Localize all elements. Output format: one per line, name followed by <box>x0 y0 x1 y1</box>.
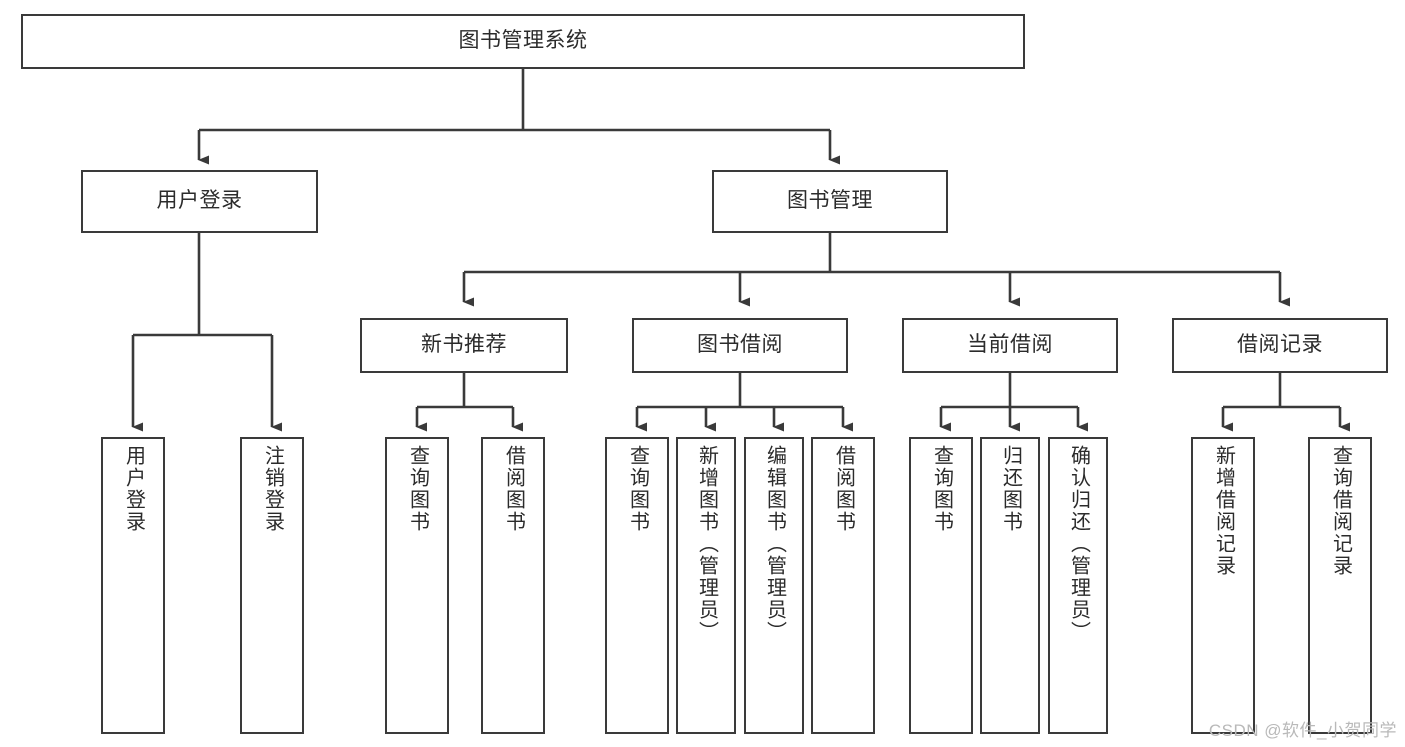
node-leaf-confirm-return[interactable]: 确认归还（管理员） <box>1048 437 1108 734</box>
node-leaf-query-book-3-label: 查询图书 <box>930 445 953 533</box>
node-user-login[interactable]: 用户登录 <box>81 170 318 233</box>
node-leaf-query-record[interactable]: 查询借阅记录 <box>1308 437 1372 734</box>
node-new-book-recommend-label: 新书推荐 <box>421 333 507 357</box>
node-leaf-user-logout-label: 注销登录 <box>261 445 284 533</box>
node-book-borrow-label: 图书借阅 <box>697 333 783 357</box>
node-root[interactable]: 图书管理系统 <box>21 14 1025 69</box>
node-leaf-query-book-2[interactable]: 查询图书 <box>605 437 669 734</box>
node-leaf-add-book[interactable]: 新增图书（管理员） <box>676 437 736 734</box>
node-user-login-label: 用户登录 <box>156 189 243 213</box>
node-book-manage[interactable]: 图书管理 <box>712 170 948 233</box>
node-leaf-user-login[interactable]: 用户登录 <box>101 437 165 734</box>
node-borrow-record-label: 借阅记录 <box>1237 333 1323 357</box>
node-leaf-return-book[interactable]: 归还图书 <box>980 437 1040 734</box>
node-new-book-recommend[interactable]: 新书推荐 <box>360 318 568 373</box>
node-leaf-add-book-label: 新增图书（管理员） <box>695 445 718 643</box>
watermark-text: CSDN @软件_小贺同学 <box>1208 721 1397 740</box>
node-leaf-borrow-book-2[interactable]: 借阅图书 <box>811 437 875 734</box>
node-leaf-edit-book[interactable]: 编辑图书（管理员） <box>744 437 804 734</box>
node-leaf-user-login-label: 用户登录 <box>122 445 145 533</box>
node-leaf-query-book-1[interactable]: 查询图书 <box>385 437 449 734</box>
node-leaf-add-record[interactable]: 新增借阅记录 <box>1191 437 1255 734</box>
node-leaf-query-record-label: 查询借阅记录 <box>1329 445 1352 577</box>
node-leaf-confirm-return-label: 确认归还（管理员） <box>1067 445 1090 643</box>
node-borrow-record[interactable]: 借阅记录 <box>1172 318 1388 373</box>
node-current-borrow-label: 当前借阅 <box>967 333 1053 357</box>
node-leaf-user-logout[interactable]: 注销登录 <box>240 437 304 734</box>
node-leaf-edit-book-label: 编辑图书（管理员） <box>763 445 786 643</box>
node-book-manage-label: 图书管理 <box>787 189 873 213</box>
node-leaf-query-book-2-label: 查询图书 <box>626 445 649 533</box>
node-leaf-add-record-label: 新增借阅记录 <box>1212 445 1235 577</box>
node-root-label: 图书管理系统 <box>458 29 588 53</box>
node-current-borrow[interactable]: 当前借阅 <box>902 318 1118 373</box>
node-book-borrow[interactable]: 图书借阅 <box>632 318 848 373</box>
node-leaf-borrow-book-1-label: 借阅图书 <box>502 445 525 533</box>
node-leaf-query-book-1-label: 查询图书 <box>406 445 429 533</box>
node-leaf-borrow-book-2-label: 借阅图书 <box>832 445 855 533</box>
node-leaf-borrow-book-1[interactable]: 借阅图书 <box>481 437 545 734</box>
node-leaf-query-book-3[interactable]: 查询图书 <box>909 437 973 734</box>
node-leaf-return-book-label: 归还图书 <box>999 445 1022 533</box>
